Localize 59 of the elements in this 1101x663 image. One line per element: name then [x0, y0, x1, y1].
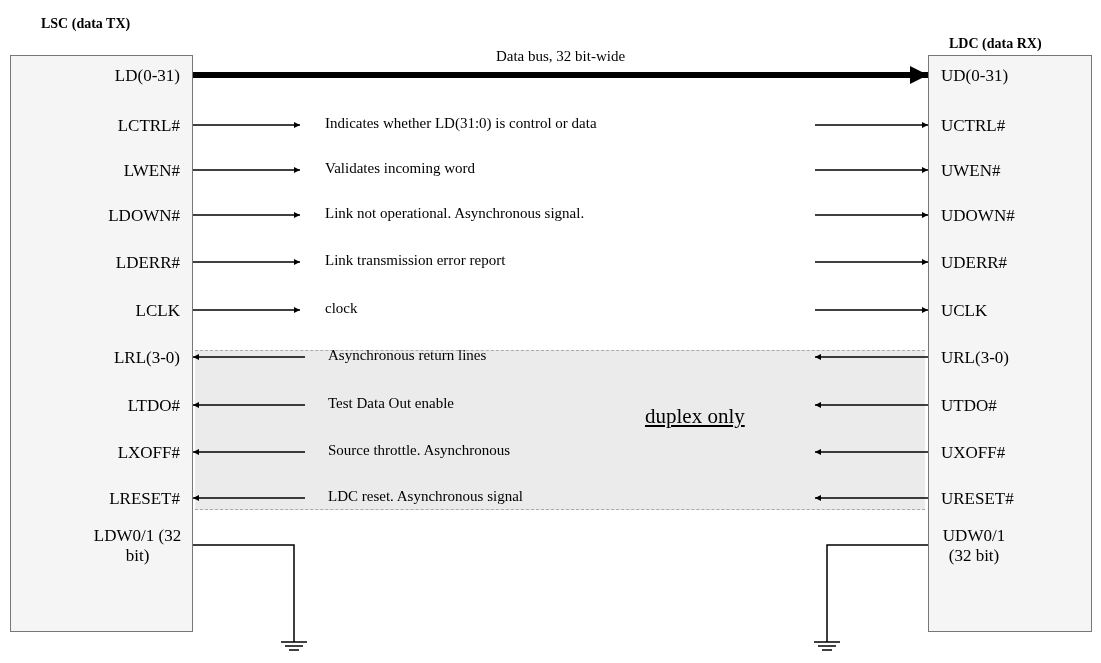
ground-wire: [192, 544, 295, 643]
signal-arrow: [814, 212, 929, 218]
signal-description: Test Data Out enable: [328, 395, 454, 412]
device-title: LDC (data RX): [949, 36, 1042, 52]
signal-name: LTDO#: [11, 393, 192, 419]
signal-name: LCLK: [11, 298, 192, 324]
signal-arrow: [192, 167, 301, 173]
signal-description: Validates incoming word: [325, 160, 475, 177]
signal-name: URL(3-0): [929, 345, 1091, 371]
signal-arrow: [192, 402, 306, 408]
signal-arrow: [192, 122, 301, 128]
signal-arrow: [192, 212, 301, 218]
signal-arrow: [814, 354, 929, 360]
signal-name: LD(0-31): [11, 63, 192, 89]
ground-symbol: [281, 640, 307, 652]
signal-name: LWEN#: [11, 158, 192, 184]
signal-name: LCTRL#: [11, 113, 192, 139]
signal-name: UCTRL#: [929, 113, 1091, 139]
signal-arrow: [192, 449, 306, 455]
signal-arrow: [192, 495, 306, 501]
signal-description: Asynchronous return lines: [328, 347, 487, 364]
signal-name: UDOWN#: [929, 203, 1091, 229]
signal-arrow: [814, 167, 929, 173]
signal-description: LDC reset. Asynchronous signal: [328, 488, 523, 505]
signal-name: UDW0/1 (32 bit): [929, 524, 1091, 568]
signal-description: Source throttle. Asynchronous: [328, 442, 511, 459]
signal-name: LDERR#: [11, 250, 192, 276]
signal-name: UD(0-31): [929, 63, 1091, 89]
signal-name: UTDO#: [929, 393, 1091, 419]
ground-symbol: [814, 640, 840, 652]
signal-name: LDW0/1 (32 bit): [11, 524, 192, 568]
signal-description: Link transmission error report: [325, 252, 506, 269]
signal-name: UXOFF#: [929, 440, 1091, 466]
signal-arrow: [192, 307, 301, 313]
signal-arrow: [192, 259, 301, 265]
signal-name: LRESET#: [11, 486, 192, 512]
signal-description: Link not operational. Asynchronous signal.: [325, 205, 585, 222]
shaded-band: [195, 350, 925, 510]
signal-name: LRL(3-0): [11, 345, 192, 371]
signal-name: UWEN#: [929, 158, 1091, 184]
signal-arrow: [193, 66, 928, 84]
signal-name: URESET#: [929, 486, 1091, 512]
signal-arrow: [814, 122, 929, 128]
signal-arrow: [814, 259, 929, 265]
signal-arrow: [814, 495, 929, 501]
signal-arrow: [814, 402, 929, 408]
signal-name: UDERR#: [929, 250, 1091, 276]
device-title: LSC (data TX): [41, 16, 131, 32]
band-label: duplex only: [645, 404, 745, 429]
signal-description: clock: [325, 300, 358, 317]
ground-wire: [826, 544, 929, 643]
signal-arrow: [814, 449, 929, 455]
edge-label: Data bus, 32 bit-wide: [495, 48, 626, 65]
signal-name: UCLK: [929, 298, 1091, 324]
signal-arrow: [192, 354, 306, 360]
signal-arrow: [814, 307, 929, 313]
signal-name: LDOWN#: [11, 203, 192, 229]
signal-description: Indicates whether LD(31:0) is control or data: [325, 115, 597, 132]
signal-name: LXOFF#: [11, 440, 192, 466]
